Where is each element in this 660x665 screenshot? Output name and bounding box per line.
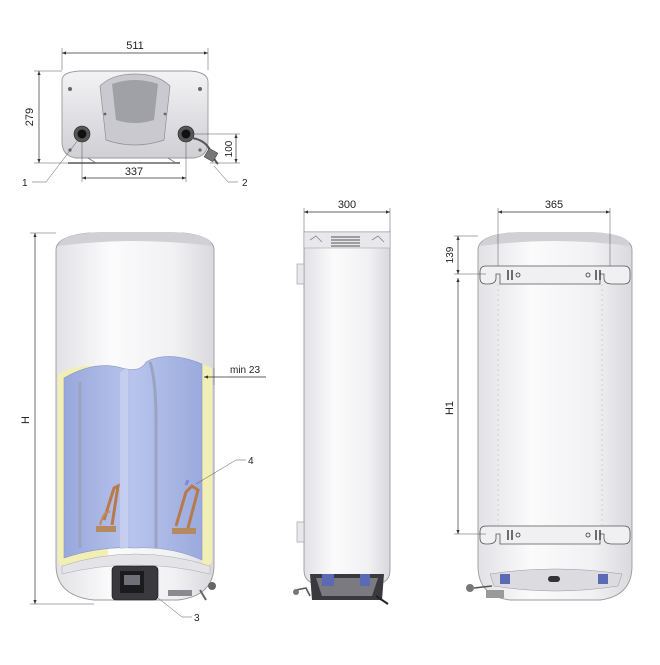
dim-bracket-spacing: 365 <box>545 199 563 211</box>
cold-water-pipe <box>73 125 91 143</box>
callout-4: 4 <box>248 456 254 467</box>
dim-overall-height: H <box>20 416 32 424</box>
control-panel <box>111 565 159 601</box>
hot-water-pipe <box>177 125 195 143</box>
side-view: 300 <box>293 199 391 605</box>
dim-top-width: 511 <box>126 40 144 52</box>
dim-pipe-spacing: 337 <box>125 166 143 178</box>
top-mounting-bracket <box>479 265 631 285</box>
dim-bracket-offset: 139 <box>445 246 456 263</box>
dim-insulation: min 23 <box>230 365 260 376</box>
dim-bracket-height: H1 <box>444 401 456 415</box>
bottom-mounting-bracket <box>479 525 631 545</box>
dim-top-depth: 279 <box>24 108 36 126</box>
callout-1: 1 <box>22 178 28 189</box>
back-view: 365 139 H1 <box>444 199 633 601</box>
heating-element-right <box>172 479 200 534</box>
callout-3: 3 <box>194 613 200 624</box>
top-view: 511 279 337 100 1 2 <box>22 40 248 189</box>
heating-element-left <box>96 483 120 532</box>
callout-2: 2 <box>242 178 248 189</box>
dim-side-depth: 300 <box>338 199 356 211</box>
dim-pipe-height: 100 <box>224 140 235 157</box>
front-view: H min 23 4 3 <box>20 232 266 624</box>
